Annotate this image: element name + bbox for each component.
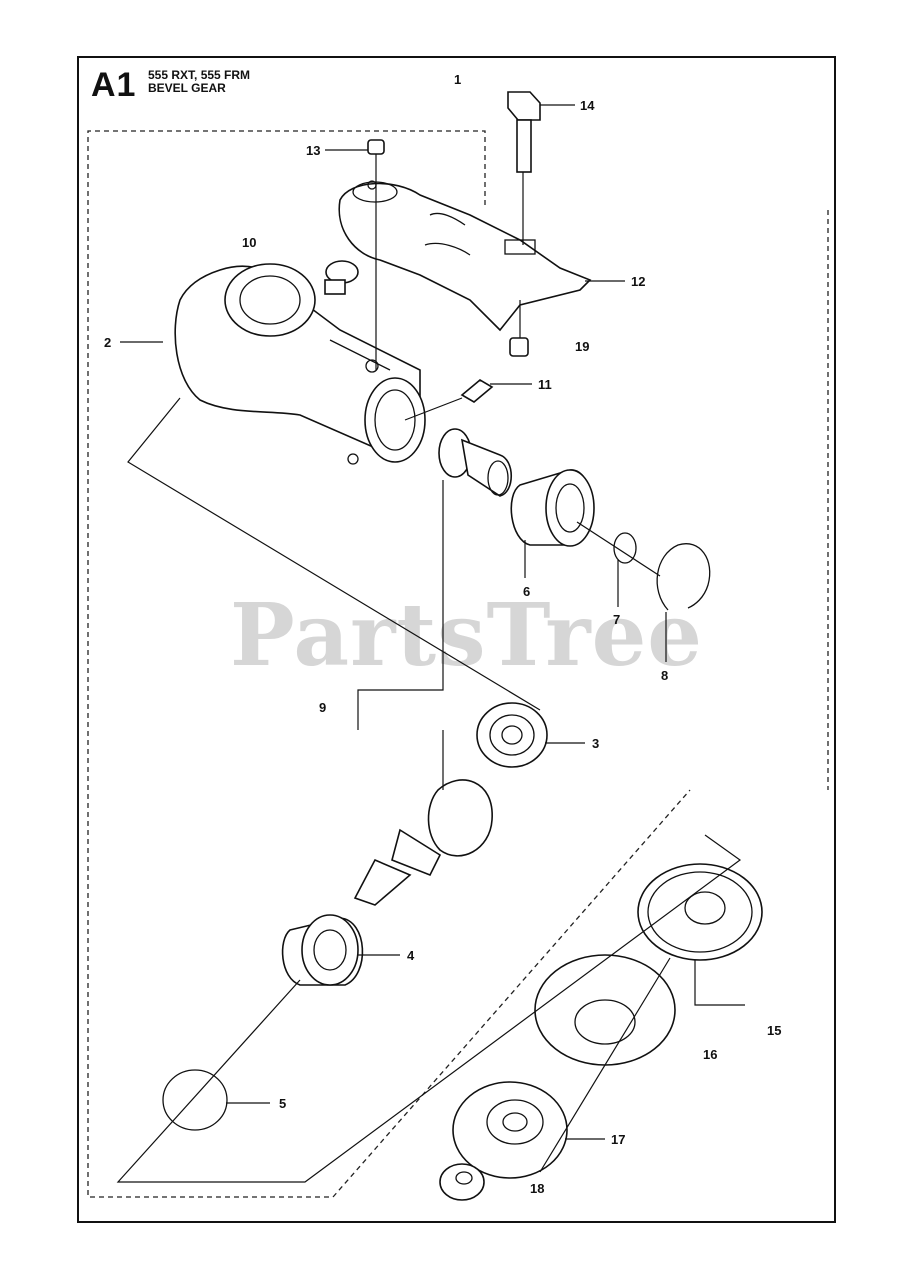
callout-3: 3 xyxy=(592,736,600,751)
screw-11-part xyxy=(404,379,494,421)
bearing-6-part xyxy=(510,469,595,547)
callout-16: 16 xyxy=(703,1047,718,1062)
callout-6: 6 xyxy=(523,584,531,599)
callout-13: 13 xyxy=(306,143,321,158)
callout-7: 7 xyxy=(613,612,621,627)
callout-15: 15 xyxy=(767,1023,782,1038)
gear-housing-part xyxy=(174,263,426,465)
cup-16-part xyxy=(534,954,676,1066)
bolt-14-part xyxy=(507,91,541,245)
callout-11: 11 xyxy=(538,377,552,392)
section-code: A1 xyxy=(91,66,137,104)
bearing-4-part xyxy=(281,914,364,986)
callout-9: 9 xyxy=(319,700,327,715)
bearing-3-part xyxy=(476,702,548,768)
clamp-part xyxy=(338,180,592,332)
diagram-header: 555 RXT, 555 FRM BEVEL GEAR xyxy=(148,69,250,95)
diagram-frame xyxy=(77,56,836,1223)
bevel-gear-shaft-part xyxy=(353,730,493,906)
washer-17-part xyxy=(452,1081,568,1179)
callout-4: 4 xyxy=(407,948,415,963)
model-list: 555 RXT, 555 FRM xyxy=(148,68,251,82)
circlip-7-part xyxy=(613,532,637,564)
nut-19-part xyxy=(509,300,529,357)
leader-lines xyxy=(120,104,667,1140)
callout-2: 2 xyxy=(104,335,112,350)
circlip-5-part xyxy=(162,1069,228,1131)
screw-13-part xyxy=(367,139,385,172)
flange-15-part xyxy=(637,863,763,961)
pinion-gear-part xyxy=(438,428,513,497)
nut-18-part xyxy=(439,1163,485,1201)
callout-12: 12 xyxy=(631,274,646,289)
circlip-8-part xyxy=(656,543,711,611)
callout-1: 1 xyxy=(454,72,462,87)
callout-5: 5 xyxy=(279,1096,287,1111)
callout-8: 8 xyxy=(661,668,669,683)
watermark: PartsTree xyxy=(230,585,704,686)
plug-10-part xyxy=(324,260,359,295)
diagram-title: BEVEL GEAR xyxy=(148,81,226,95)
callout-14: 14 xyxy=(580,98,595,113)
callout-10: 10 xyxy=(242,235,257,250)
callout-19: 19 xyxy=(575,339,590,354)
callout-18: 18 xyxy=(530,1181,545,1196)
assembly-lines xyxy=(116,172,745,1183)
group-boundary-left xyxy=(87,130,691,1198)
callout-17: 17 xyxy=(611,1132,626,1147)
